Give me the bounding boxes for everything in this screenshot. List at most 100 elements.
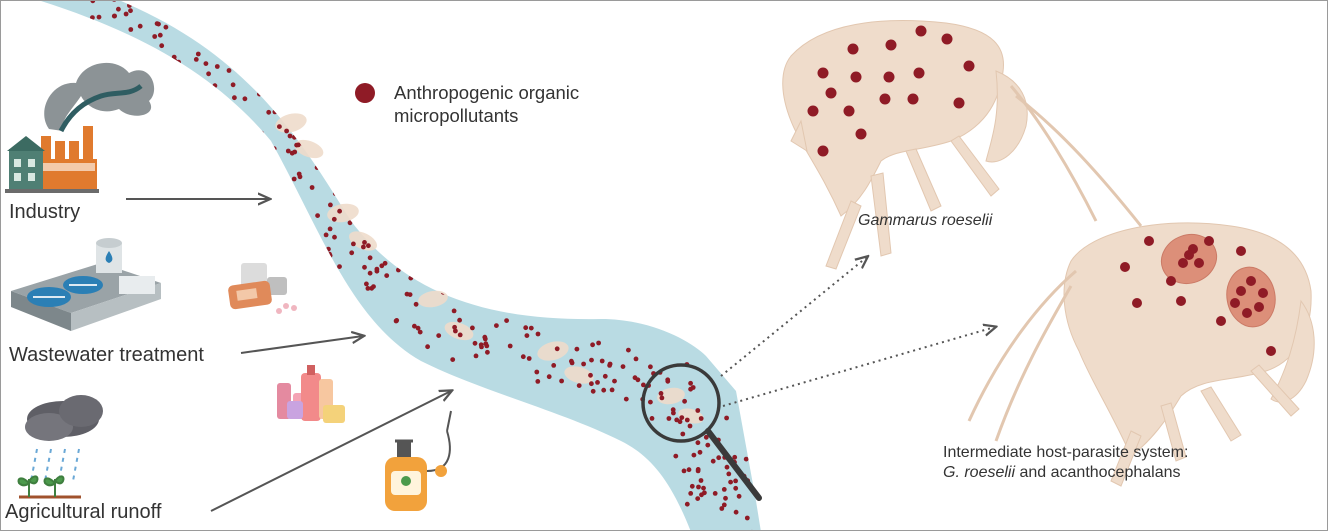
- pollutant-dot: [1184, 250, 1194, 260]
- gammarus-antennae: [1009, 85, 1143, 227]
- pollutant-dot: [744, 515, 750, 521]
- pollutant-dot: [118, 39, 124, 45]
- pollutant-dot: [721, 487, 727, 492]
- pollutant-dot: [855, 128, 867, 140]
- pollutant-dot: [367, 255, 373, 261]
- gammarus-label: Gammarus roeselii: [858, 212, 993, 229]
- wastewater-label: Wastewater treatment: [9, 344, 204, 366]
- pollutant-dot: [520, 354, 526, 360]
- pollutant-dot: [361, 244, 366, 250]
- pollutant-dot: [682, 398, 687, 404]
- pollutant-dot: [724, 464, 730, 470]
- pollutant-dot: [554, 346, 560, 352]
- pollutant-dot: [453, 328, 458, 334]
- pollutant-dot: [327, 257, 332, 263]
- rain-cloud-icon: [17, 395, 103, 499]
- pollutant-dot: [658, 391, 664, 396]
- pollutant-dot: [202, 33, 208, 38]
- pollutant-dot: [595, 380, 600, 385]
- pollutant-dot: [157, 32, 163, 38]
- pollutant-dot: [648, 364, 653, 370]
- pollutant-dot: [588, 372, 593, 378]
- pollutant-dot: [230, 145, 236, 151]
- pollutant-dot: [152, 34, 158, 39]
- pollutant-dot: [847, 43, 859, 55]
- agricultural-arrow: [210, 391, 451, 512]
- pollutant-dot: [374, 268, 380, 274]
- pollutant-dot: [452, 324, 457, 330]
- pollutant-dot: [268, 159, 274, 165]
- host-parasite-species: G. roeselii: [943, 464, 1016, 481]
- pollutant-dot: [680, 431, 686, 437]
- pollutant-dot: [113, 31, 119, 37]
- pollutant-dot: [232, 95, 237, 101]
- pollutant-dot: [379, 263, 385, 269]
- pollutant-dot: [309, 185, 315, 190]
- pollutant-dot: [283, 194, 289, 200]
- pollutant-dot: [733, 509, 739, 515]
- pollutant-dot: [457, 332, 463, 338]
- pollutant-dot: [226, 68, 232, 73]
- pollutant-dot: [240, 61, 246, 67]
- pollutant-dot: [240, 129, 246, 135]
- pollutant-dot: [590, 342, 595, 348]
- host-parasite-antennae: [967, 269, 1077, 442]
- pollutant-dot: [367, 270, 373, 276]
- pollutant-dot: [203, 102, 209, 107]
- pollutant-dot: [315, 213, 320, 219]
- pollutant-dot: [436, 333, 442, 338]
- pollutant-dot: [257, 91, 262, 97]
- pollutant-dot: [607, 363, 612, 368]
- pollutant-dot: [953, 97, 965, 109]
- pollutant-dot: [576, 383, 582, 388]
- pollutant-dot: [242, 96, 248, 102]
- pollutant-dot: [546, 374, 552, 380]
- pollutant-dot: [641, 382, 646, 388]
- legend-label-line2: micropollutants: [394, 105, 519, 126]
- pollutant-dot: [296, 171, 302, 177]
- pollutant-dot: [559, 378, 564, 384]
- pollutant-dot: [485, 349, 490, 355]
- pollutant-dot: [681, 468, 687, 474]
- pollutant-dot: [817, 145, 829, 157]
- pollutant-dot: [526, 356, 532, 361]
- wastewater-plant-icon: [11, 238, 161, 331]
- pollutant-dot: [689, 483, 695, 489]
- pollutant-dot: [524, 333, 530, 338]
- pollutant-dot: [719, 506, 725, 511]
- pollutant-dot: [649, 416, 655, 421]
- pollutant-dot: [913, 67, 925, 79]
- pollutant-dot: [227, 136, 232, 141]
- pollutant-dot: [347, 220, 353, 226]
- pollutant-dot: [126, 38, 131, 44]
- gammarus-pollutant-dots: [807, 25, 975, 157]
- pollutant-dot: [695, 408, 701, 413]
- pollutant-dot: [299, 208, 305, 214]
- pollutant-dot: [590, 388, 596, 394]
- pollutant-dot: [128, 27, 134, 32]
- pollutant-dot: [154, 21, 160, 26]
- pollutant-dot: [96, 14, 102, 20]
- pollutant-dot: [366, 243, 371, 249]
- pollutant-dot: [736, 493, 742, 499]
- pollutant-dot: [170, 87, 176, 93]
- pollutant-dot: [684, 417, 690, 423]
- pill-bottle-icon: [228, 263, 297, 314]
- pollutant-dot: [528, 325, 534, 331]
- pollutant-dot: [635, 377, 641, 383]
- pollutant-dot: [1194, 258, 1204, 268]
- pollutant-dot: [1230, 298, 1240, 308]
- magnifier-icon: [641, 363, 762, 501]
- pollutant-dot: [850, 71, 862, 83]
- pollutant-dot: [271, 146, 277, 152]
- pollutant-dot: [698, 478, 704, 483]
- pollutant-dot: [1236, 246, 1246, 256]
- pollutant-dot: [1242, 308, 1252, 318]
- pollutant-dot: [436, 284, 442, 290]
- pollutant-dot: [123, 11, 129, 17]
- pollutant-dot: [843, 105, 855, 117]
- pollutant-dot: [230, 82, 236, 88]
- pollutant-dot: [287, 133, 293, 139]
- pollutant-dot: [108, 27, 113, 33]
